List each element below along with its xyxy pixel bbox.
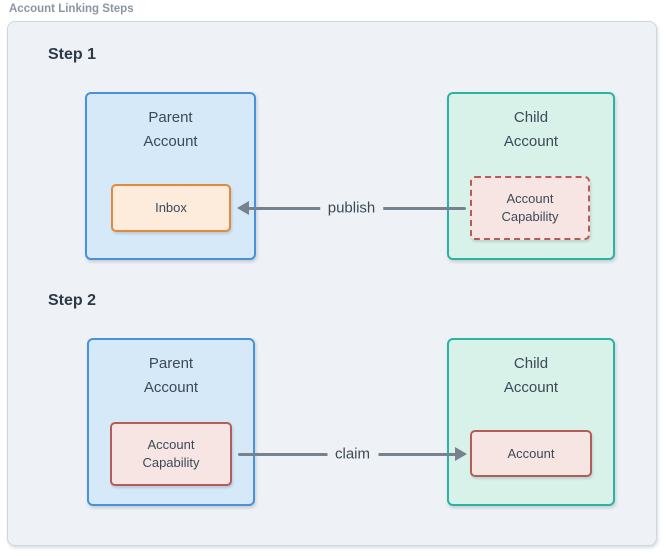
- publish-arrow-label: publish: [319, 199, 384, 217]
- parent-account-title: Parent Account: [143, 109, 198, 150]
- publish-arrow: publish: [237, 196, 466, 220]
- step1-parent-account-box: Parent Account Inbox: [85, 92, 256, 260]
- claim-arrow-label: claim: [326, 445, 379, 463]
- child-account-title: Child Account: [503, 109, 559, 150]
- step-2-heading: Step 2: [48, 292, 97, 309]
- step2-child-account-box: Child Account Account: [447, 338, 615, 506]
- claim-arrow: claim: [238, 442, 467, 466]
- step1-child-account-box: Child Account Account Capability: [447, 92, 615, 260]
- arrowhead-left-icon: [237, 201, 249, 215]
- inbox-box: Inbox: [111, 184, 231, 232]
- step2-parent-account-box: Parent Account Account Capability: [87, 338, 255, 506]
- step-1-heading: Step 1: [48, 46, 97, 63]
- account-box: Account: [470, 430, 592, 477]
- figure-title: Account Linking Steps: [9, 3, 134, 15]
- child-account-title: Child Account: [503, 355, 559, 396]
- account-capability-box-dashed: Account Capability: [470, 176, 590, 240]
- parent-account-title: Parent Account: [143, 355, 199, 396]
- arrowhead-right-icon: [455, 447, 467, 461]
- account-capability-box: Account Capability: [110, 422, 232, 486]
